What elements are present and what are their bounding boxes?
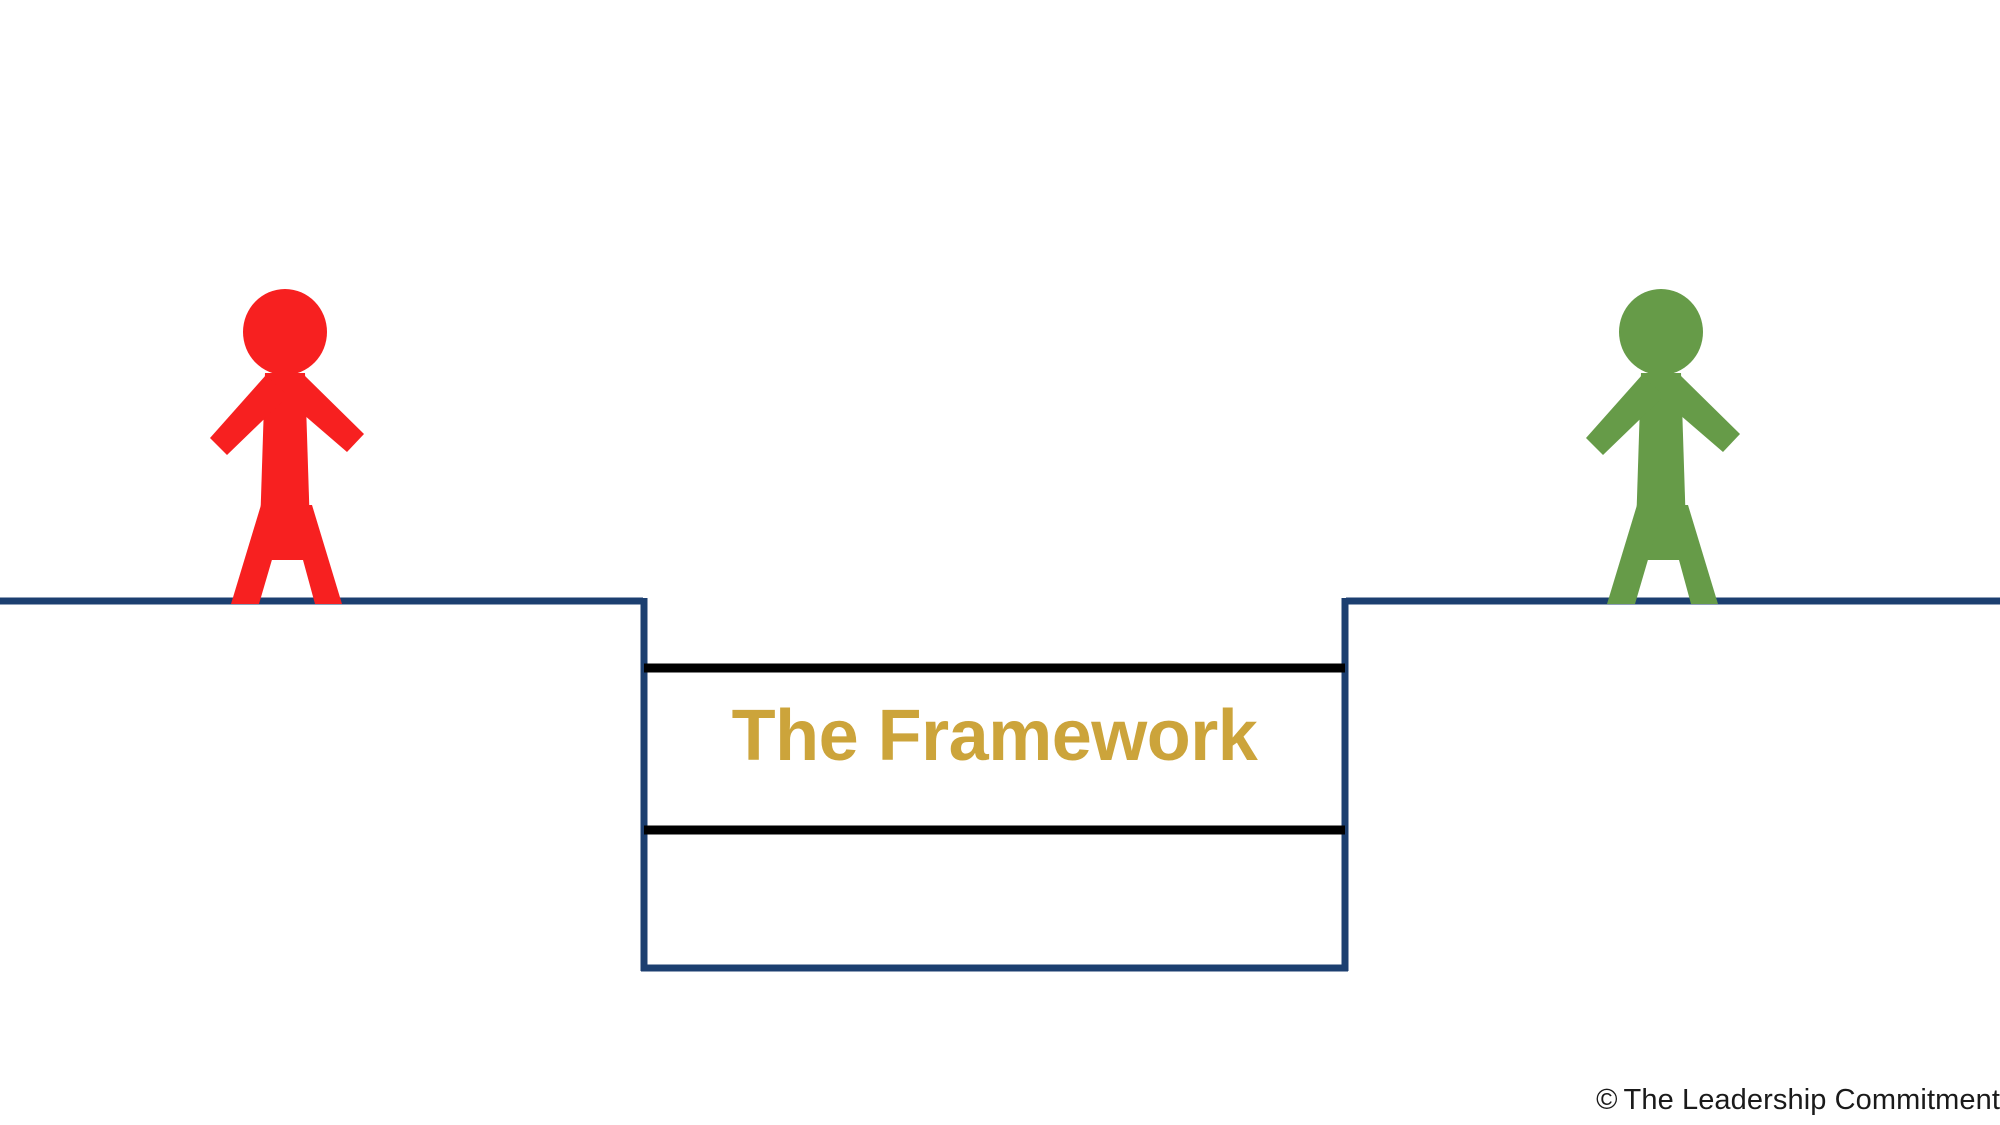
copyright-icon: © xyxy=(1596,1084,1618,1116)
red-figure-leg-right xyxy=(288,505,342,604)
framework-rungs xyxy=(644,663,1345,835)
gap-outline xyxy=(640,598,1349,972)
green-figure-leg-left xyxy=(1607,505,1664,604)
green-figure-arm-left xyxy=(1586,375,1664,455)
framework-title: The Framework xyxy=(731,696,1258,776)
copyright-label: The Leadership Commitment xyxy=(1623,1084,2000,1116)
green-figure-head xyxy=(1619,289,1703,375)
green-figure-arm-right xyxy=(1658,375,1740,452)
green-figure-leg-right xyxy=(1664,505,1718,604)
desired-state-figure xyxy=(1586,289,1740,604)
current-state-figure xyxy=(210,289,364,604)
copyright-notice: ©The Leadership Commitment xyxy=(1596,1084,2000,1117)
red-figure-head xyxy=(243,289,327,375)
red-figure-arm-right xyxy=(282,375,364,452)
red-figure-leg-left xyxy=(231,505,288,604)
red-figure-arm-left xyxy=(210,375,288,455)
